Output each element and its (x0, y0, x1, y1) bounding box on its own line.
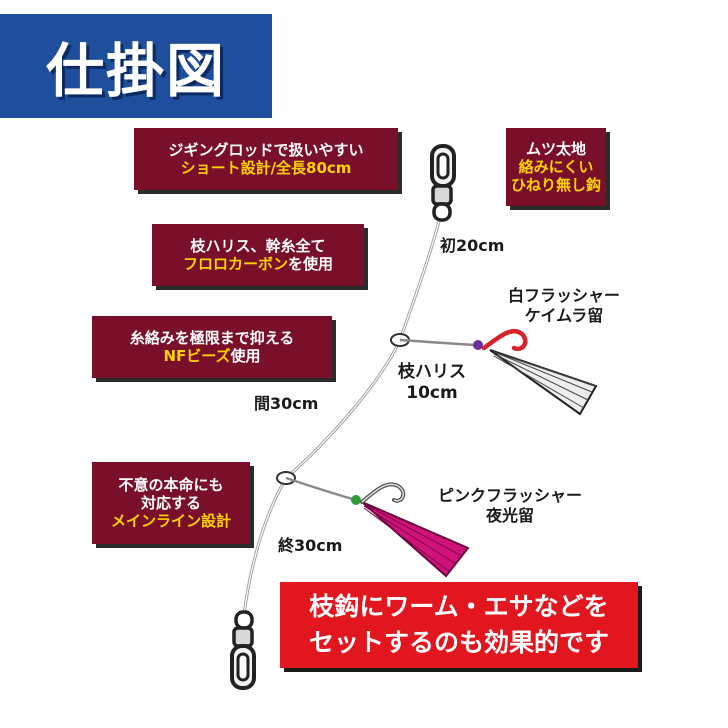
title-banner: 仕掛図 (0, 14, 272, 118)
mutsu-hook-label: ムツ太地 絡みにくい ひねり無し鈎 (506, 128, 606, 206)
white-flasher-hook-icon (481, 328, 528, 352)
white-flasher-label: 白フラッシャー ケイムラ留 (508, 286, 620, 326)
white-flasher-line2: ケイムラ留 (524, 306, 604, 325)
bottom-swivel-icon (230, 610, 256, 690)
pink-flasher-bead-icon (351, 495, 361, 505)
upper-branch-line (399, 338, 479, 347)
last-length-label: 終30cm (278, 536, 343, 555)
pink-flasher-line2: 夜光留 (486, 506, 535, 525)
main-line-label: 不意の本命にも 対応する メインライン設計 (92, 462, 250, 544)
callout-line2: セットするのも効果的です (308, 628, 609, 657)
branch-name: 枝ハリス (398, 362, 466, 382)
fluorocarbon-label: 枝ハリス、幹糸全て フロロカーボンを使用 (152, 224, 364, 286)
callout-box: 枝鈎にワーム・エサなどを セットするのも効果的です (280, 582, 638, 668)
main-line-line2: 対応する (140, 493, 201, 512)
mutsu-hook-line1: ムツ太地 (525, 139, 586, 158)
fluorocarbon-tail: を使用 (288, 255, 334, 273)
branch-length: 10cm (406, 383, 458, 404)
fluorocarbon-line1: 枝ハリス、幹糸全て (190, 236, 326, 255)
page-title: 仕掛図 (45, 37, 226, 105)
lower-branch-line (285, 476, 357, 502)
white-flasher-icon (489, 349, 598, 416)
jigging-rod-label: ジギングロッドで扱いやすい ショート設計/全長80cm (134, 128, 398, 190)
pink-flasher-line1: ピンクフラッシャー (438, 486, 583, 505)
nf-beads-label: 糸絡みを極限まで抑える NFビーズ使用 (92, 316, 332, 378)
first-length-label: 初20cm (440, 236, 505, 255)
callout-line1: 枝鈎にワーム・エサなどを (309, 591, 609, 621)
jigging-rod-line2: ショート設計/全長80cm (180, 159, 352, 177)
branch-label: 枝ハリス 10cm (398, 362, 466, 405)
nf-beads-line1: 糸絡みを極限まで抑える (129, 328, 295, 347)
white-flasher-line1: 白フラッシャー (508, 286, 621, 305)
mutsu-hook-line2: 絡みにくい (518, 157, 594, 176)
pink-flasher-icon (361, 501, 470, 578)
main-line-line1: 不意の本命にも (118, 475, 224, 494)
white-flasher-bead-icon (473, 340, 483, 350)
fluorocarbon-emphasis: フロロカーボン (182, 255, 288, 273)
nf-beads-emphasis: NFビーズ (163, 347, 231, 365)
nf-beads-tail: 使用 (230, 347, 261, 365)
main-line-line3: メインライン設計 (110, 512, 231, 531)
top-swivel-icon (430, 144, 456, 222)
jigging-rod-line1: ジギングロッドで扱いやすい (168, 140, 364, 159)
mutsu-hook-line3: ひねり無し鈎 (510, 176, 601, 195)
pink-flasher-label: ピンクフラッシャー 夜光留 (438, 486, 582, 526)
middle-length-label: 間30cm (254, 394, 319, 413)
